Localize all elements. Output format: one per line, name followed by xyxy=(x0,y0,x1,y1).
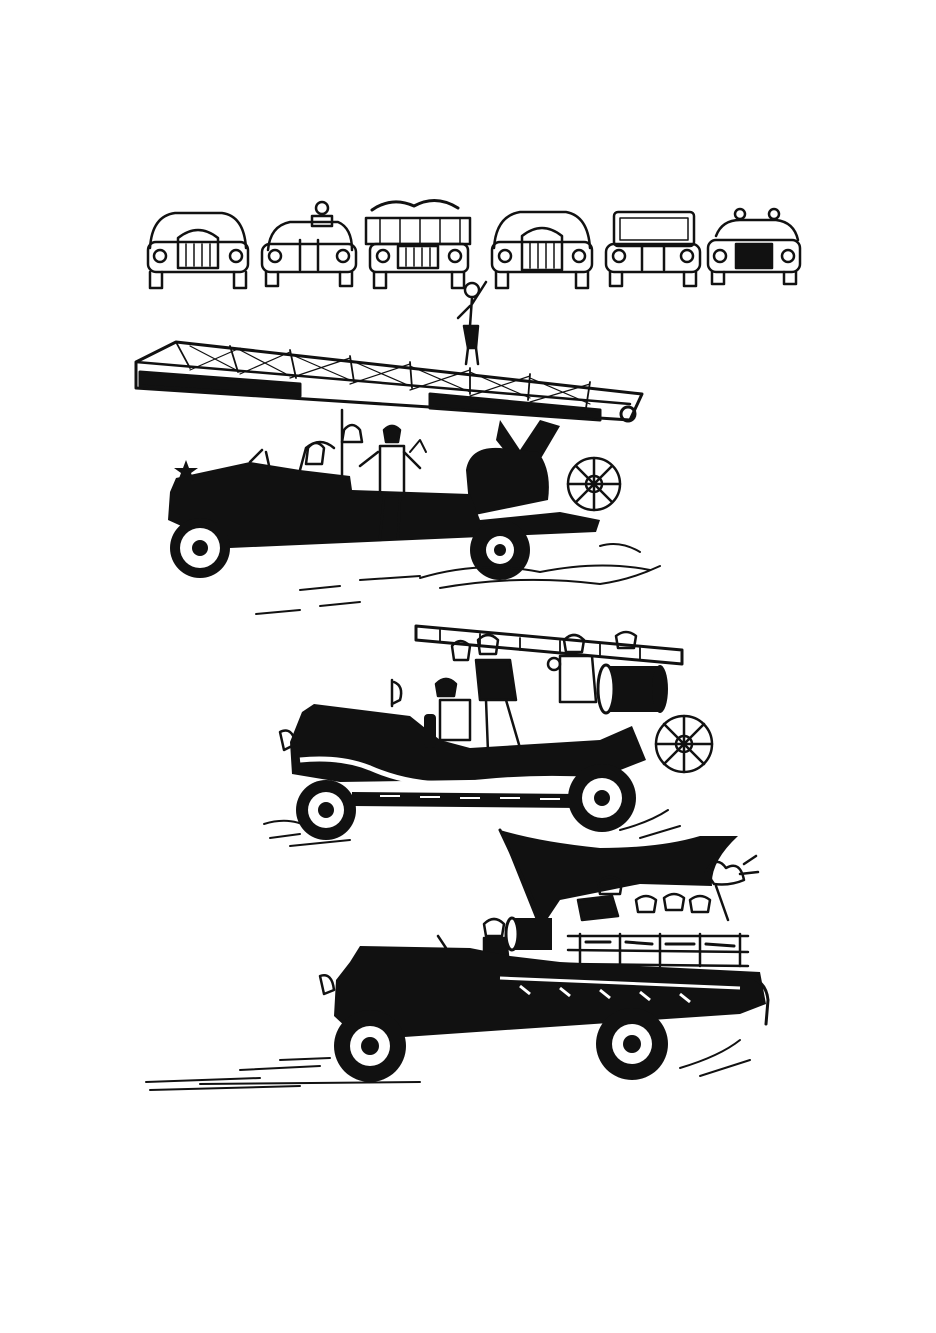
car-front-4 xyxy=(490,210,594,290)
car-front-3 xyxy=(364,199,472,290)
car-front-5 xyxy=(604,210,702,288)
hose-reel-wheel-1 xyxy=(566,456,622,512)
bell-icon xyxy=(340,408,364,478)
hose-reel-drum xyxy=(596,663,668,715)
oil-lamp-icon xyxy=(390,678,403,708)
crew-truck xyxy=(145,828,770,1091)
torch-icon xyxy=(704,854,760,922)
aerial-ladder xyxy=(134,340,644,423)
car-fronts-row xyxy=(146,199,802,290)
hose-reel-truck-front-wheel xyxy=(296,780,356,840)
crew-truck-crew xyxy=(482,875,712,958)
firefighter-on-ladder xyxy=(456,280,488,366)
car-front-6 xyxy=(706,207,802,286)
hose-reel-truck-crew xyxy=(434,630,638,754)
crew-truck-headlight-icon xyxy=(318,974,336,996)
hose-reel-truck-dust xyxy=(263,809,681,847)
extinguisher-icon xyxy=(424,714,436,748)
hose-reel-wheel-2 xyxy=(654,714,714,774)
ladder-truck-crew xyxy=(304,424,427,540)
car-front-1 xyxy=(146,211,250,290)
car-front-2 xyxy=(260,200,358,288)
roof-ladder xyxy=(414,624,684,666)
ladder-truck xyxy=(134,340,661,615)
ladder-truck-dust xyxy=(255,543,661,615)
crew-truck-hose-reel xyxy=(504,916,552,952)
hose-reel-truck xyxy=(263,624,714,847)
star-emblem xyxy=(174,460,198,481)
flag-pole xyxy=(498,828,550,934)
hose-reel-truck-rear-wheel xyxy=(568,764,636,832)
crew-truck-dust xyxy=(145,1039,751,1091)
turntable-body xyxy=(466,447,549,516)
ladder-truck-rear-wheel xyxy=(470,520,530,580)
crew-truck-front-wheel xyxy=(334,1010,406,1082)
crew-truck-rear-wheel xyxy=(596,1008,668,1080)
crew-truck-body xyxy=(334,946,770,1040)
hose-reel-truck-body xyxy=(290,704,646,808)
ladder-truck-front-wheel xyxy=(170,518,230,578)
headlight-icon xyxy=(278,729,298,752)
crew-truck-railing xyxy=(566,932,750,968)
